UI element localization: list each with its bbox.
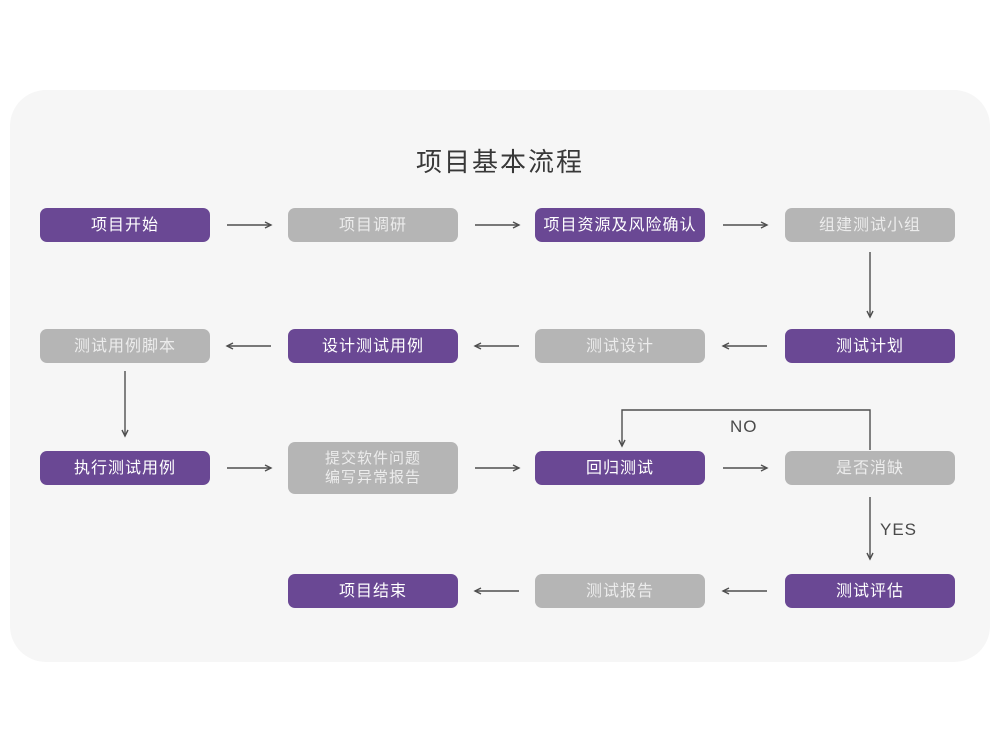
flow-node-test-case-script: 测试用例脚本	[40, 329, 210, 363]
flow-node-test-plan: 测试计划	[785, 329, 955, 363]
flow-node-label: 回归测试	[585, 459, 654, 477]
flow-node-label: 项目资源及风险确认	[543, 216, 697, 234]
flow-node-label: 组建测试小组	[818, 216, 921, 234]
flowchart-card: 项目基本流程	[10, 90, 990, 662]
arrow-no-loop	[622, 409, 871, 450]
flow-node-label-line2: 编写异常报告	[324, 469, 421, 486]
flow-node-test-report: 测试报告	[535, 574, 705, 608]
no-branch-label: NO	[730, 417, 758, 436]
flow-node-project-end: 项目结束	[288, 574, 458, 608]
flow-node-submit-issue-report: 提交软件问题 编写异常报告	[288, 442, 458, 494]
flow-node-label: 测试用例脚本	[73, 337, 176, 355]
flow-node-project-start: 项目开始	[40, 208, 210, 242]
flow-node-project-research: 项目调研	[288, 208, 458, 242]
flow-node-label: 项目结束	[338, 582, 407, 600]
yes-branch-label: YES	[880, 520, 918, 539]
flow-node-label: 执行测试用例	[73, 459, 176, 477]
flow-node-regression-test: 回归测试	[535, 451, 705, 485]
flow-node-label: 项目开始	[90, 216, 159, 234]
flow-node-label: 测试计划	[835, 337, 904, 355]
flow-arrows	[10, 90, 990, 662]
flow-node-design-test-cases: 设计测试用例	[288, 329, 458, 363]
flow-node-label: 测试设计	[585, 337, 654, 355]
flow-node-label: 测试评估	[835, 582, 904, 600]
flow-node-label: 设计测试用例	[321, 337, 424, 355]
flow-node-defect-cleared-check: 是否消缺	[785, 451, 955, 485]
flow-node-label: 项目调研	[338, 216, 407, 234]
diagram-title: 项目基本流程	[415, 147, 584, 177]
flow-node-test-design: 测试设计	[535, 329, 705, 363]
flow-node-build-test-team: 组建测试小组	[785, 208, 955, 242]
flow-node-resource-risk-confirm: 项目资源及风险确认	[535, 208, 705, 242]
flow-node-label: 测试报告	[585, 582, 654, 600]
flow-node-label-line1: 提交软件问题	[324, 450, 421, 467]
flow-node-execute-test-cases: 执行测试用例	[40, 451, 210, 485]
flow-node-label: 是否消缺	[835, 459, 904, 477]
flow-node-test-evaluate: 测试评估	[785, 574, 955, 608]
